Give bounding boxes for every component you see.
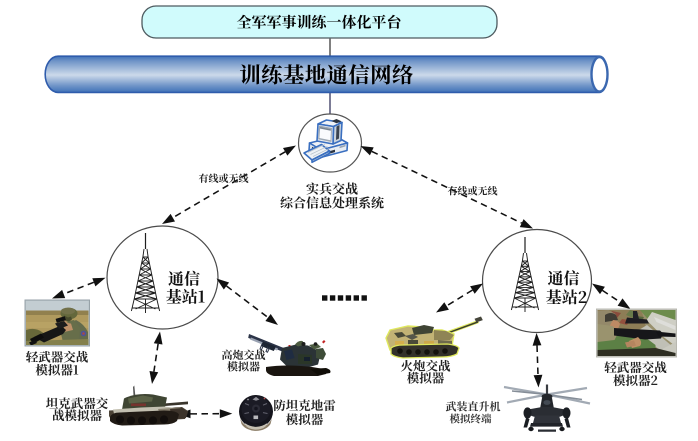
svg-text:综合信息处理系统: 综合信息处理系统 — [280, 193, 384, 212]
svg-text:武装直升机: 武装直升机 — [446, 399, 501, 415]
svg-text:模拟器: 模拟器 — [407, 369, 445, 387]
svg-text:全军军事训练一体化平台: 全军军事训练一体化平台 — [236, 12, 401, 33]
svg-text:模拟器: 模拟器 — [227, 359, 260, 375]
svg-text:轻武器交战: 轻武器交战 — [26, 348, 89, 366]
svg-text:防坦克地雷: 防坦克地雷 — [273, 396, 336, 414]
svg-text:火炮交战: 火炮交战 — [400, 357, 451, 375]
svg-text:基站1: 基站1 — [166, 285, 205, 308]
svg-text:实兵交战: 实兵交战 — [306, 179, 358, 198]
svg-text:模拟器1: 模拟器1 — [35, 361, 79, 379]
svg-text:训练基地通信网络: 训练基地通信网络 — [239, 59, 414, 90]
svg-text:模拟器2: 模拟器2 — [613, 371, 658, 389]
svg-text:高炮交战: 高炮交战 — [222, 347, 266, 363]
svg-text:基站2: 基站2 — [546, 285, 588, 308]
svg-text:通信: 通信 — [168, 267, 200, 290]
svg-text:坦克武器交: 坦克武器交 — [46, 394, 109, 412]
svg-text:战模拟器: 战模拟器 — [52, 406, 103, 424]
svg-text:轻武器交战: 轻武器交战 — [604, 358, 667, 376]
svg-text:有线或无线: 有线或无线 — [448, 183, 498, 198]
svg-text:有线或无线: 有线或无线 — [199, 170, 249, 185]
svg-text:模拟器: 模拟器 — [286, 410, 324, 428]
svg-text:模拟终端: 模拟终端 — [450, 412, 492, 427]
svg-text:通信: 通信 — [547, 266, 579, 289]
